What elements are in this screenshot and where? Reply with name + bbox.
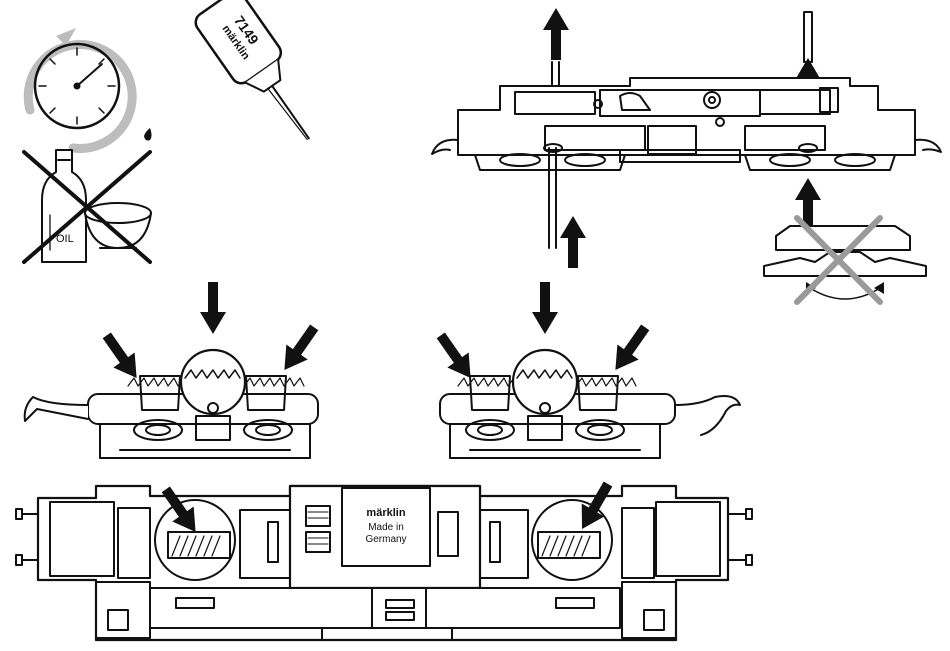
wrong-position-icon xyxy=(764,218,926,302)
arrow-icon xyxy=(605,320,656,378)
plate-line2: Germany xyxy=(365,534,406,545)
arrow-down-icon xyxy=(532,282,558,334)
plate-line1: Made in xyxy=(368,522,404,533)
plate-brand: märklin xyxy=(366,507,405,519)
oil-drop-icon xyxy=(144,128,152,141)
arrow-down-icon xyxy=(200,282,226,334)
arrow-up-icon xyxy=(560,216,586,268)
chassis-underside: märklin Made in Germany xyxy=(16,478,752,640)
arrow-icon xyxy=(274,320,325,378)
clock-icon xyxy=(28,28,132,149)
arrow-up-icon xyxy=(543,8,569,60)
oil-bottle-icon: märklin 7149 xyxy=(144,0,332,154)
bogie-left xyxy=(25,282,325,458)
no-oil-icon: OIL xyxy=(24,150,151,262)
bogie-right xyxy=(430,282,740,458)
oil-label: OIL xyxy=(56,233,74,245)
